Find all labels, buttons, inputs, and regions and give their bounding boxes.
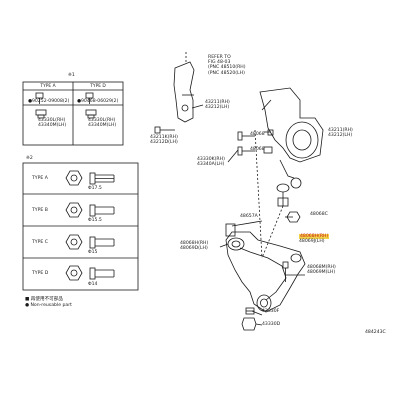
reference-line-1: REFER TO <box>208 55 231 60</box>
legend-nonreusable-note: ● Non-reusable part <box>25 303 72 308</box>
label-48068-small-a[interactable]: 48068 <box>250 132 265 137</box>
cell-text: 43330L(RH) <box>38 118 66 123</box>
type-row-b-dim: Φ15.5 <box>88 218 102 223</box>
label-line-highlight: 48068H(RH) <box>299 234 330 240</box>
figure-code: 484243C <box>365 330 386 335</box>
type-table-1-header-d: TYPE D <box>90 84 106 89</box>
bolt-icon-strut-left <box>154 126 175 134</box>
type-table-2-frame <box>22 162 139 291</box>
bushing-icon-48657a <box>225 223 236 237</box>
label-line: 43330D <box>262 322 281 327</box>
label-43211k[interactable]: 43211K(RH) 43212D(LH) <box>150 135 178 145</box>
lower-control-arm-drawing <box>225 231 306 313</box>
cell-text: ●90252-09008(2) <box>28 99 70 104</box>
cell-text: 43330L(RH) <box>88 118 116 123</box>
label-line: 43340A(LH) <box>197 162 225 168</box>
label-line: 43212(LH) <box>205 105 230 111</box>
label-43330f[interactable]: 43330F <box>262 309 279 314</box>
star-note-1: ※1 <box>68 73 75 78</box>
label-line: 48068C <box>310 212 328 217</box>
ball-joint-drawing <box>276 183 290 207</box>
label-line: 43212D(LH) <box>150 140 178 146</box>
type-row-c-label: TYPE C <box>32 240 48 245</box>
strut-bracket-drawing <box>173 52 195 123</box>
label-line: 43211(RH) <box>328 128 353 133</box>
label-line: 43211(RH) <box>205 100 230 105</box>
bolt-icon-knuckle-3 <box>263 146 273 154</box>
label-line: 48068M(RH) <box>307 265 336 270</box>
cell-text: ●90468-06029(2) <box>77 99 119 104</box>
label-43211-top[interactable]: 43211(RH) 43212(LH) <box>205 100 230 110</box>
reference-line-3: (PNC 48510(RH) <box>208 65 246 71</box>
type-table-1-header-a: TYPE A <box>40 84 56 89</box>
label-line: 48068H(RH) <box>180 241 209 246</box>
nut-icon-43330d <box>241 317 257 331</box>
nut-icon-d <box>65 265 83 281</box>
label-43330k[interactable]: 43330K(RH) 43340A(LH) <box>197 157 225 167</box>
bolt-icon-typea <box>35 92 44 104</box>
type-row-a-label: TYPE A <box>32 176 48 181</box>
reference-line-2: FIG 48-03 <box>208 60 231 66</box>
steering-knuckle-drawing <box>259 87 324 189</box>
label-line: 48068 <box>250 147 265 152</box>
bolt-icon-knuckle-1 <box>237 131 255 141</box>
label-line: 43330F <box>262 309 280 314</box>
bolt-side-icon-b <box>89 204 115 217</box>
reference-note: REFER TO FIG 48-03 (PNC 48510(RH) (PNC 4… <box>208 55 246 76</box>
bolt-side-icon-d <box>89 267 115 280</box>
nut-icon-c <box>65 234 83 250</box>
label-line: 43212(LH) <box>328 133 353 139</box>
nut-icon-a <box>65 170 83 186</box>
bracket-icon-typed <box>85 109 97 119</box>
legend-reuse-note: ■ 再使用不可部品 <box>25 297 63 302</box>
label-48068h-left[interactable]: 48068H(RH) 48069D(LH) <box>180 241 208 251</box>
type-row-b-label: TYPE B <box>32 208 48 213</box>
nut-icon-b <box>65 202 83 218</box>
type-row-a-dim: Φ17.5 <box>88 186 102 191</box>
type-row-c-dim: Φ15 <box>88 250 98 255</box>
label-line: 48069D(LH) <box>180 246 208 252</box>
label-line: 48657A <box>240 214 258 219</box>
label-43330d[interactable]: 43330D <box>262 322 280 327</box>
bolt-icon-knuckle-4 <box>267 129 274 136</box>
reference-line-4: (PNC 48520(LH) <box>208 70 245 76</box>
label-43211-right[interactable]: 43211(RH) 43212(LH) <box>328 128 353 138</box>
star-note-2: ※2 <box>26 156 33 161</box>
label-48657a[interactable]: 48657A <box>240 214 258 219</box>
label-line: 43211K(RH) <box>150 135 178 140</box>
bolt-icon-typed <box>85 92 94 104</box>
bolt-icon-knuckle-2 <box>237 146 255 156</box>
label-line: 43330K(RH) <box>197 157 225 162</box>
label-line: 48069M(LH) <box>307 270 336 276</box>
label-line: 48068 <box>250 132 265 137</box>
label-line: 48069J(LH) <box>299 239 325 245</box>
type-table-1-cell-d1: ●90468-06029(2) <box>77 99 118 104</box>
type-table-1-cell-a1: ●90252-09008(2) <box>28 99 69 104</box>
label-48068c[interactable]: 48068C <box>310 212 328 217</box>
cell-text: 43340M(LH) <box>88 123 117 129</box>
bolt-side-icon-a <box>89 172 115 185</box>
label-48068-small-b[interactable]: 48068 <box>250 147 265 152</box>
bracket-icon-typea <box>35 109 47 119</box>
label-line: 484243C <box>365 330 386 335</box>
cell-text: 43340M(LH) <box>38 123 67 129</box>
bolt-side-icon-c <box>89 236 115 249</box>
type-table-1-cell-a2: 43330L(RH) 43340M(LH) <box>38 118 66 128</box>
type-row-d-dim: Φ14 <box>88 282 98 287</box>
type-row-d-label: TYPE D <box>32 271 49 276</box>
label-48068h-highlighted[interactable]: 48068H(RH) 48069J(LH) <box>299 234 330 245</box>
label-48068m[interactable]: 48068M(RH) 48069M(LH) <box>307 265 336 275</box>
type-table-1-cell-d2: 43330L(RH) 43340M(LH) <box>88 118 116 128</box>
